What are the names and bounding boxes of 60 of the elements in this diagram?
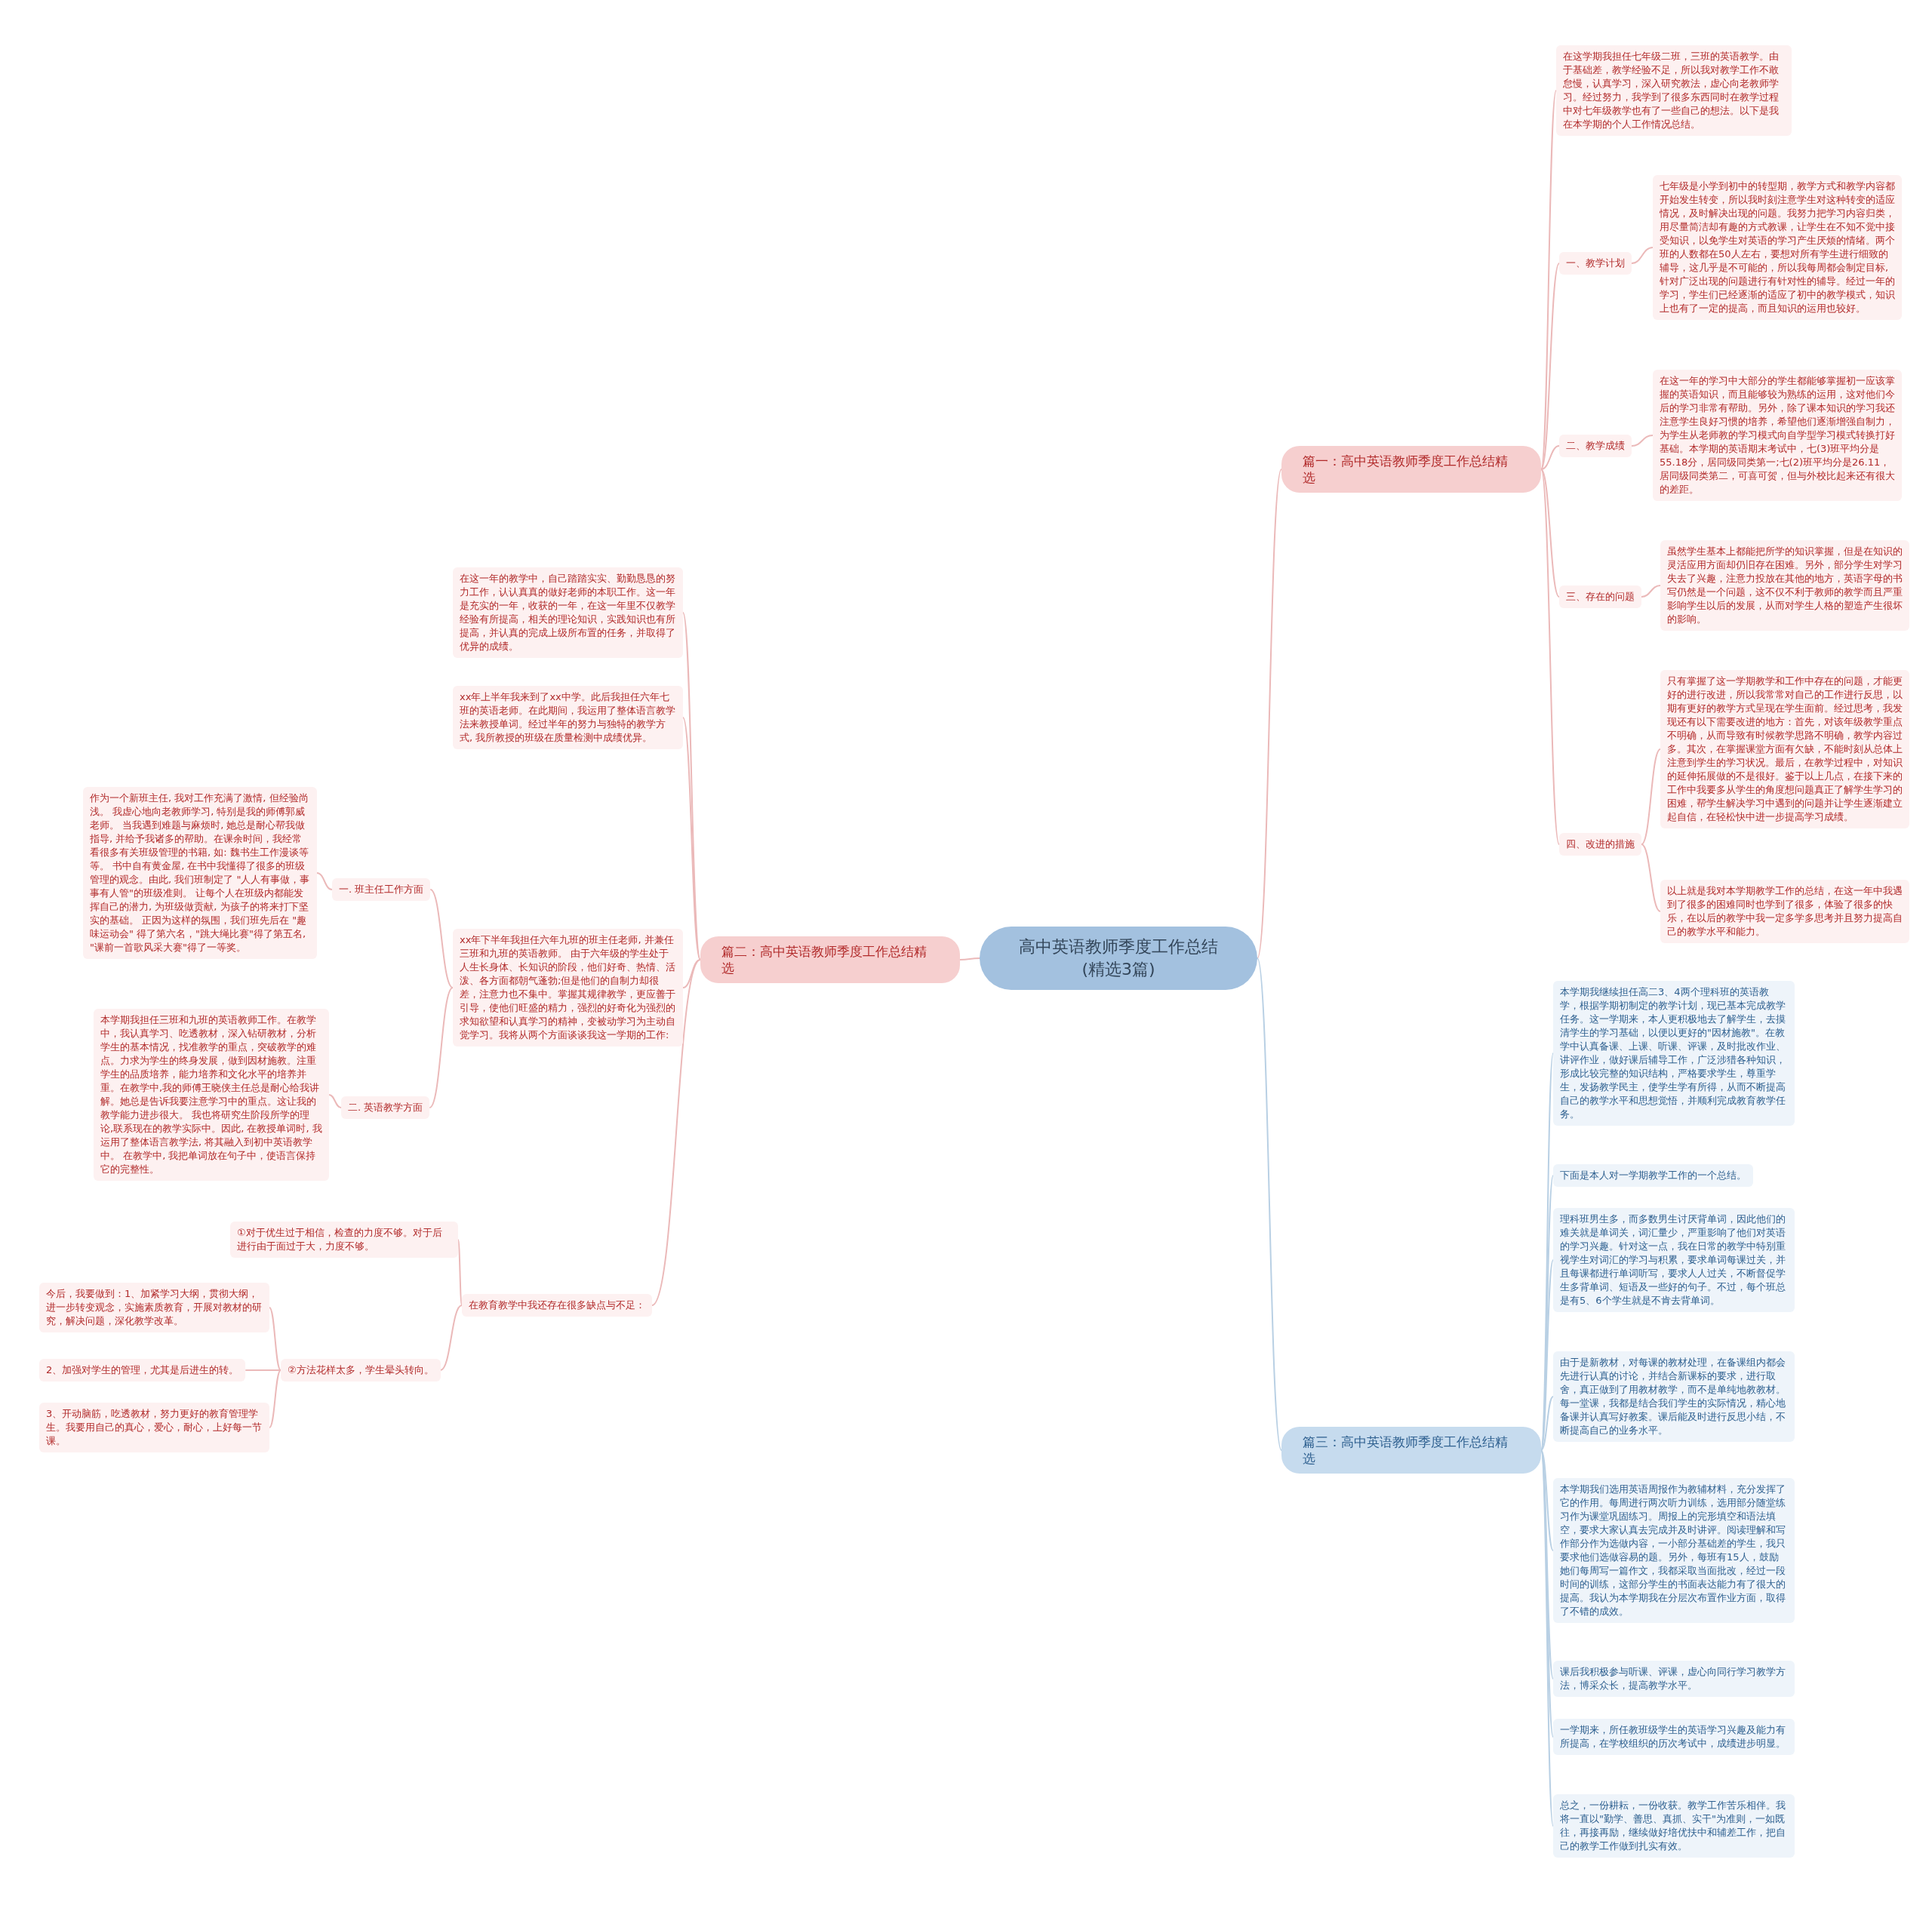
subtopic-label: 二. 英语教学方面: [341, 1096, 430, 1119]
connector-line: [269, 1369, 281, 1428]
note-card: ②方法花样太多，学生晕头转向。: [281, 1359, 441, 1382]
connector-line: [1257, 957, 1282, 1451]
connector-line: [1540, 445, 1560, 470]
note-card: ①对于优生过于相信，检查的力度不够。对于后进行由于面过于大，力度不够。: [230, 1222, 458, 1258]
note-card: xx年上半年我来到了xx中学。此后我担任六年七班的英语老师。在此期间，我运用了整体语言教学法来教授单词。经过半年的努力与独特的教学方式, 我所教授的班级在质量检测中成绩优异。: [453, 686, 683, 749]
note-card: 下面是本人对一学期教学工作的一个总结。: [1553, 1164, 1753, 1187]
note-card: 作为一个新班主任, 我对工作充满了激情, 但经验尚浅。 我虚心地向老教师学习, 特别是我的师傅郭威老师。 当我遇到难题与麻烦时, 她总是耐心帮我做指导, 并给予我诸多的帮助。在课余时间，我经常看很多有关班级管理的书籍, 如: 魏书生工作漫谈等等。 书中自有黄金屋, 在书中我懂得了很多的班级管理的观念。由此, 我们班制定了 "人人有事做，事事有人管"的班级准则。 让每个人在班级内都能发挥自己的潜力, 为班级做贡献, 为孩子的将来打下坚实的基础。 正因为这样的氛围，我们班先后在 "趣味运动会" 得了第六名，"跳大绳比赛"得了第五名, "课前一首歌风采大赛"得了一等奖。: [83, 787, 317, 959]
note-card: 由于是新教材，对每课的教材处理，在备课组内都会先进行认真的讨论，并结合新课标的要求，进行取舍，真正做到了用教材教学，而不是单纯地教教材。每一堂课，我都是结合我们学生的实际情况，精心地备课并认真写好教案。课后能及时进行反思小结，不断提高自己的业务水平。: [1553, 1351, 1795, 1442]
branch-topic: 篇一：高中英语教师季度工作总结精选: [1281, 446, 1541, 493]
subtopic-label: 三、存在的问题: [1559, 585, 1641, 608]
subtopic-label: 二、教学成绩: [1559, 435, 1632, 457]
connector-line: [1641, 748, 1661, 845]
connector-line: [245, 1369, 281, 1371]
note-card: 七年级是小学到初中的转型期，教学方式和教学内容都开始发生转变，所以我时刻注意学生对这种转变的适应情况，及时解决出现的问题。我努力把学习内容归类，用尽量简洁却有趣的方式教课，让学生在不知不觉中接受知识，以免学生对英语的学习产生厌烦的情绪。两个班的人数都在50人左右，要想对所有学生进行细致的辅导，这几乎是不可能的，所以我每周都会制定目标,针对广泛出现的问题进行有针对性的辅导。经过一年的学习，学生们已经逐渐的适应了初中的教学模式，知识上也有了一定的提高，而且知识的运用也较好。: [1653, 175, 1902, 320]
branch-topic: 篇二：高中英语教师季度工作总结精选: [700, 936, 960, 983]
note-card: 2、加强对学生的管理，尤其是后进生的转。: [39, 1359, 246, 1382]
note-card: 在这一年的教学中，自己踏踏实实、勤勤恳恳的努力工作，认认真真的做好老师的本职工作。这一年是充实的一年，收获的一年，在这一年里不仅教学经验有所提高，相关的理论知识，实践知识也有所提高，并认真的完成上级所布置的任务，并取得了优异的成绩。: [453, 567, 683, 658]
connector-line: [1641, 585, 1661, 598]
note-card: 虽然学生基本上都能把所学的知识掌握，但是在知识的灵活应用方面却仍旧存在困难。另外，部分学生对学习失去了兴趣，注意力投放在其他的地方，英语字母的书写仍然是一个问题，这不仅不利于教师的教学而且严重影响学生以后的发展，从而对学生人格的塑造产生很坏的影响。: [1660, 540, 1909, 631]
connector-line: [1540, 469, 1560, 845]
connector-line: [439, 1305, 463, 1371]
connector-line: [328, 1094, 342, 1108]
note-card: 理科班男生多，而多数男生讨厌背单词，因此他们的难关就是单词关，词汇量少，严重影响了他们对英语的学习兴趣。针对这一点，我在日常的教学中特别重视学生对词汇的学习与积累，要求单词每课过关，并且每课都进行单词听写，要求人人过关，不断督促学生多背单词、短语及一些好的句子。不过，每个班总是有5、6个学生就是不肯去背单词。: [1553, 1208, 1795, 1312]
note-card: 课后我积极参与听课、评课，虚心向同行学习教学方法，博采众长，提高教学水平。: [1553, 1661, 1795, 1697]
note-card: 只有掌握了这一学期教学和工作中存在的问题，才能更好的进行改进，所以我常常对自己的工作进行反思，以期有更好的教学方式呈现在学生面前。经过思考，我发现还有以下需要改进的地方：首先，对该年级教学重点不明确，从而导致有时候教学思路不明确，教学内容过多。其次，在掌握课堂方面有欠缺，不能时刻从总体上注意到学生的学习状况。最后，在教学过程中，对知识的延伸拓展做的不是很好。鉴于以上几点，在接下来的工作中我要多从学生的角度想问题真正了解学生学习的困难，帮学生解决学习中遇到的问题并让学生逐渐建立起自信，在轻松快中进一步提高学习成绩。: [1660, 670, 1909, 828]
connector-line: [1540, 469, 1560, 598]
note-card: 总之，一份耕耘，一份收获。教学工作苦乐相伴。我将一直以"勤学、善思、真抓、实干"为准则，一如既往，再接再励，继续做好培优扶中和辅差工作，把自己的教学工作做到扎实有效。: [1553, 1794, 1795, 1858]
subtopic-label: 一、教学计划: [1559, 252, 1632, 275]
note-card: 今后，我要做到：1、加紧学习大纲，贯彻大纲，进一步转变观念，实施素质教育，开展对教材的研究，解决问题，深化教学改革。: [39, 1283, 269, 1332]
note-card: 在教育教学中我还存在很多缺点与不足：: [462, 1294, 652, 1317]
connector-line: [457, 1239, 463, 1306]
connector-line: [1641, 844, 1661, 912]
note-card: 在这一年的学习中大部分的学生都能够掌握初一应该掌握的英语知识，而且能够较为熟练的运用，这对他们今后的学习非常有帮助。另外，除了课本知识的学习我还注意学生良好习惯的培养，希望他们逐渐增强自制力，为学生从老师教的学习模式向自学型学习模式转换打好基础。本学期的英语期末考试中，七(3)班平均分是55.18分，居同级同类第一;七(2)班平均分是26.11，居同级同类第二，可喜可贺，但与外校比起来还有很大的差距。: [1653, 370, 1902, 501]
connector-line: [682, 717, 701, 960]
connector-line: [269, 1307, 281, 1371]
connector-line: [651, 959, 701, 1306]
connector-line: [1540, 1449, 1554, 1551]
root-topic: 高中英语教师季度工作总结(精选3篇): [980, 927, 1257, 990]
note-card: 本学期我继续担任高二3、4两个理科班的英语教学，根据学期初制定的教学计划，现已基本完成教学任务。这一学期来，本人更积极地去了解学生，去摸清学生的学习基础，以便以更好的"因材施教"。在教学中认真备课、上课、听课、评课，及时批改作业、讲评作业，做好课后辅导工作，广泛涉猎各种知识，形成比较完整的知识结构，严格要求学生，尊重学生，发扬教学民主，使学生学有所得，从而不断提高自己的教学水平和思想觉悟，并顺利完成教育教学任务。: [1553, 981, 1795, 1126]
connector-line: [1631, 435, 1654, 447]
note-card: xx年下半年我担任六年九班的班主任老师, 并兼任三班和九班的英语教师。 由于六年级的学生处于人生长身体、长知识的阶段，他们好奇、热情、活泼、各方面都朝气蓬勃;但是他们的自制力却很差，注意力也不集中。掌握其规律教学，更应善于引导，使他们旺盛的精力，强烈的好奇化为强烈的求知欲望和认真学习的精神，变被动学习为主动自觉学习。我将从两个方面谈谈我这一学期的工作:: [453, 929, 683, 1047]
connector-line: [959, 957, 980, 960]
connector-line: [1257, 469, 1282, 959]
note-card: 以上就是我对本学期教学工作的总结，在这一年中我遇到了很多的困难同时也学到了很多，体验了很多的快乐，在以后的教学中我一定多学多思考并且努力提高自己的教学水平和能力。: [1660, 880, 1909, 943]
connector-line: [429, 987, 454, 1108]
note-card: 3、开动脑筋，吃透教材，努力更好的教育管理学生。我要用自己的真心，爱心，耐心，上好每一节课。: [39, 1403, 269, 1452]
connector-line: [316, 872, 333, 890]
subtopic-label: 四、改进的措施: [1559, 833, 1641, 856]
connector-line: [1540, 263, 1560, 470]
note-card: 本学期我们选用英语周报作为教辅材料，充分发挥了它的作用。每周进行两次听力训练，选用部分随堂练习作为课堂巩固练习。周报上的完形填空和语法填空，要求大家认真去完成并及时讲评。阅读理解和写作部分作为选做内容，一小部分基础差的学生，我只要求他们选做容易的题。另外，每班有15人，鼓励她们每周写一篇作文，我都采取当面批改，经过一段时间的训练，这部分学生的书面表达能力有了很大的提高。我认为本学期我在分层次布置作业方面，取得了不错的成效。: [1553, 1478, 1795, 1623]
note-card: 在这学期我担任七年级二班，三班的英语教学。由于基础差，教学经验不足，所以我对教学工作不敢怠慢，认真学习，深入研究教法，虚心向老教师学习。经过努力，我学到了很多东西同时在教学过程中对七年级教学也有了一些自己的想法。以下是我在本学期的个人工作情况总结。: [1556, 45, 1792, 136]
note-card: 一学期来，所任教班级学生的英语学习兴趣及能力有所提高，在学校组织的历次考试中，成绩进步明显。: [1553, 1719, 1795, 1755]
branch-topic: 篇三：高中英语教师季度工作总结精选: [1281, 1427, 1541, 1474]
subtopic-label: 一. 班主任工作方面: [332, 878, 431, 901]
connector-line: [429, 889, 454, 988]
connector-line: [1540, 1396, 1554, 1451]
connector-line: [1631, 247, 1654, 264]
note-card: 本学期我担任三班和九班的英语教师工作。在教学中，我认真学习、吃透教材，深入钻研教材，分析学生的基本情况，找准教学的重点，突破教学的难点。力求为学生的终身发展，做到因材施教。注重学生的品质培养，能力培养和文化水平的培养并重。在教学中,我的师傅王晓侠主任总是耐心给我讲解。她总是告诉我要注意学习中的重点。这让我的教学能力进步很大。 我也将研究生阶段所学的理论,联系现在的教学实际中。因此, 在教授单词时, 我运用了整体语言教学法, 将其融入到初中英语教学中。 在教学中, 我把单词放在句子中，使语言保持它的完整性。: [94, 1009, 329, 1181]
